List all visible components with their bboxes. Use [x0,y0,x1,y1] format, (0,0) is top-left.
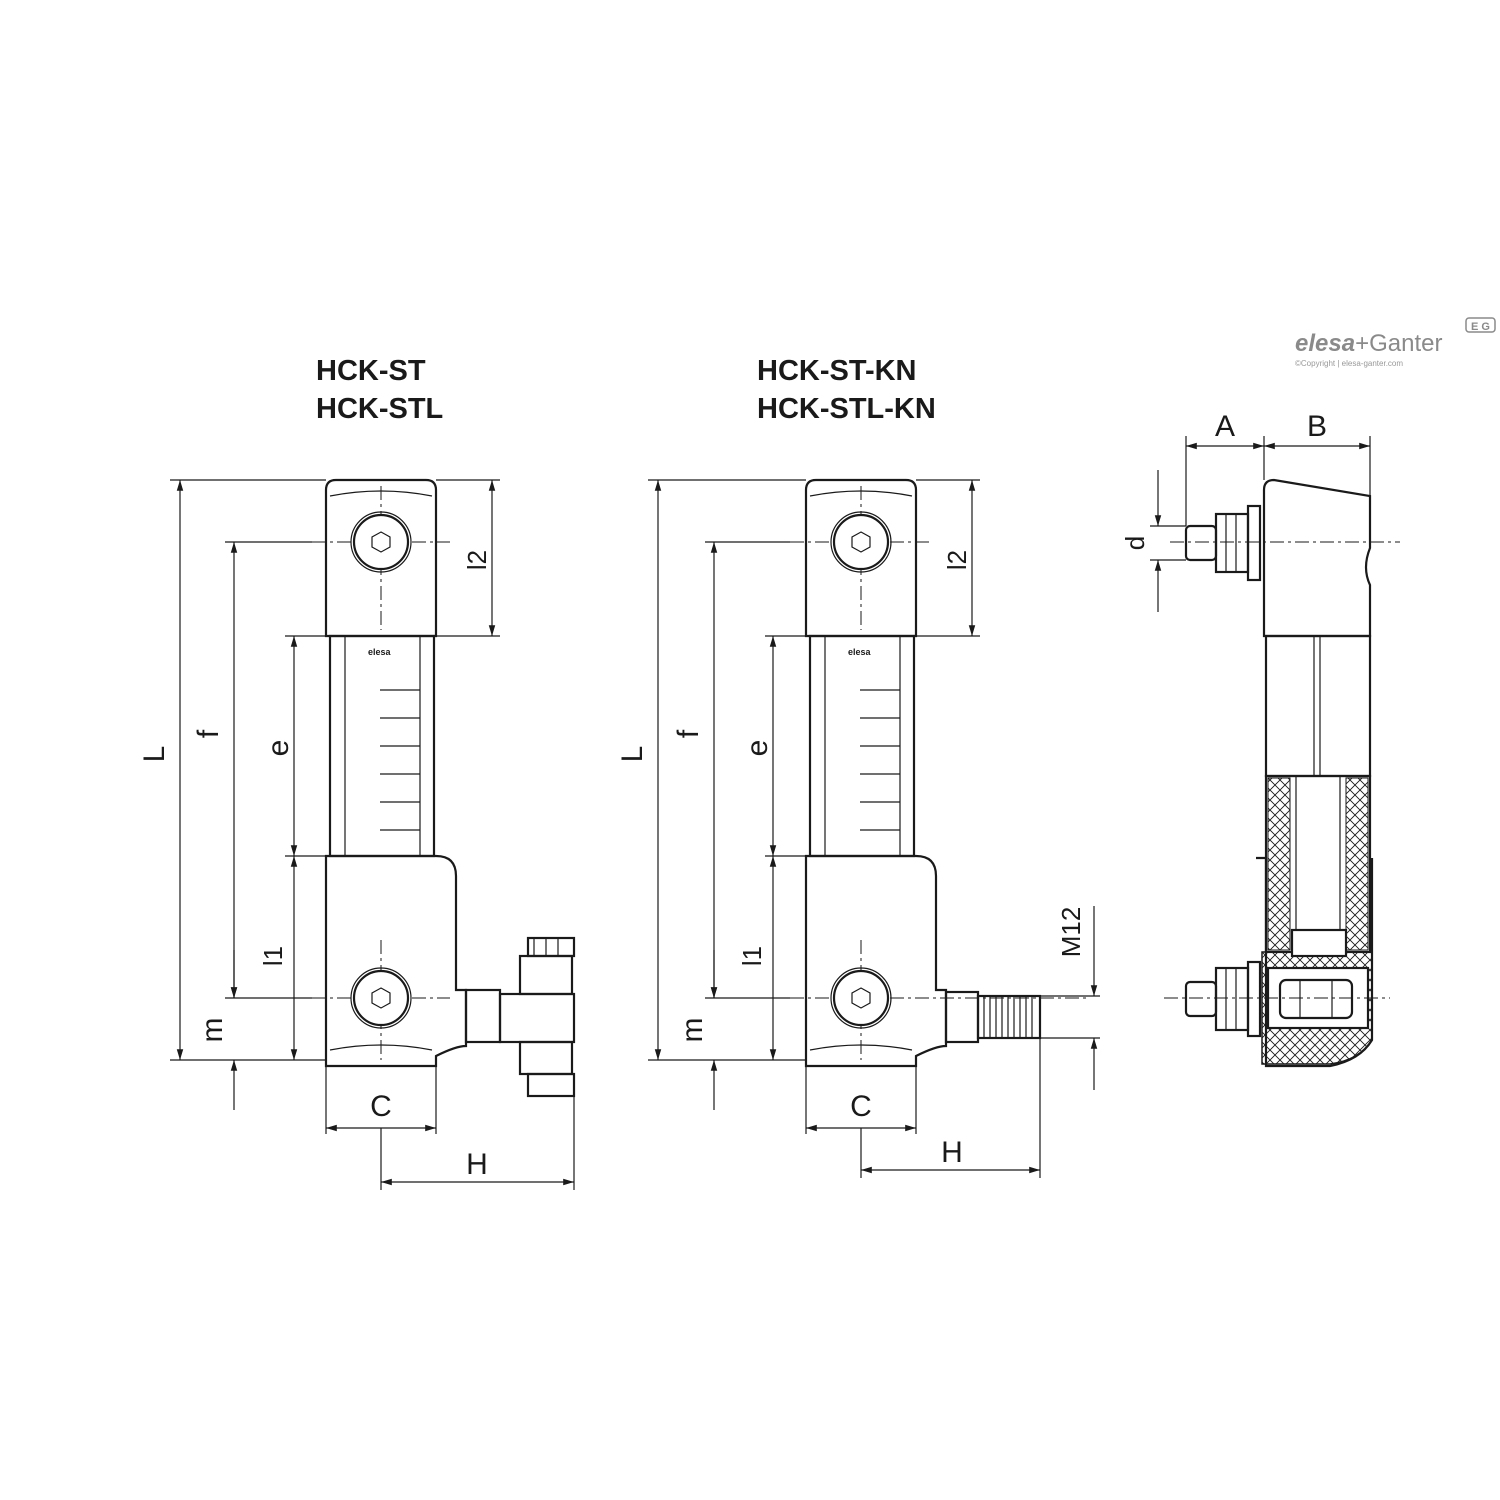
screw-head [832,969,890,1027]
label-B: B [1307,410,1327,443]
label-l1: l1 [737,946,767,966]
title-middle-line1: HCK-ST-KN [757,355,917,387]
title-left-line1: HCK-ST [316,355,426,387]
side-tube [1264,634,1372,954]
side-top-block [1170,478,1400,638]
window-logo: elesa [368,647,392,657]
label-C: C [370,1090,392,1123]
screw-head [352,969,410,1027]
bottom-block [312,854,468,1068]
screw-head [352,513,410,571]
label-l1: l1 [258,946,288,966]
label-C: C [850,1090,872,1123]
copyright-text: ©Copyright | elesa-ganter.com [1295,359,1403,368]
sight-glass: elesa [328,634,436,858]
label-L: L [616,746,649,763]
side-bottom-fitting [1184,960,1354,1038]
logo-text-ganter: Ganter [1369,330,1442,357]
sight-glass: elesa [808,634,916,858]
label-m: m [676,1018,709,1043]
logo-plus: + [1355,330,1369,357]
hex-socket-icon [851,987,871,1009]
view-right: A B d [1120,410,1400,1068]
drain-valve [464,936,576,1098]
label-m: m [196,1018,229,1043]
view-middle: HCK-ST-KN HCK-STL-KN elesa [616,355,1100,1178]
scale-marks [380,689,420,831]
view-left: HCK-ST HCK-STL elesa [138,355,576,1190]
hex-socket-icon [851,531,871,553]
screw-head [832,513,890,571]
threaded-connector [944,990,1042,1044]
title-middle-line2: HCK-STL-KN [757,393,936,425]
label-L: L [138,746,171,763]
window-logo: elesa [848,647,872,657]
bottom-block [790,854,1090,1068]
label-e: e [741,740,774,757]
title-left-line2: HCK-STL [316,393,443,425]
label-l2: l2 [942,550,972,570]
label-f: f [192,729,225,738]
label-e: e [262,740,295,757]
svg-text:elesa+Ganter: elesa+Ganter [1295,330,1442,357]
hex-socket-icon [371,987,391,1009]
scale-marks [860,689,900,831]
thread-marks [983,996,1033,1038]
top-block [790,478,930,638]
label-f: f [672,729,705,738]
badge-text: E G [1471,321,1490,333]
label-H: H [466,1148,488,1181]
dimensions-middle: L f e l1 l2 m C H [616,479,1100,1178]
dimensions-right: A B d [1120,410,1371,612]
badge-box [1465,317,1496,333]
hex-socket-icon [371,531,391,553]
brand-logo: elesa+Ganter E G ©Copyright | elesa-gant… [1295,317,1496,368]
logo-text-elesa: elesa [1295,330,1355,357]
dimensions-left: L f e l1 l2 m C H [138,479,575,1190]
label-H: H [941,1136,963,1169]
label-d: d [1120,536,1150,550]
side-top-fitting [1184,504,1262,582]
top-block [312,478,450,638]
label-A: A [1215,410,1235,443]
label-l2: l2 [462,550,492,570]
label-thread-M12: M12 [1056,907,1086,958]
